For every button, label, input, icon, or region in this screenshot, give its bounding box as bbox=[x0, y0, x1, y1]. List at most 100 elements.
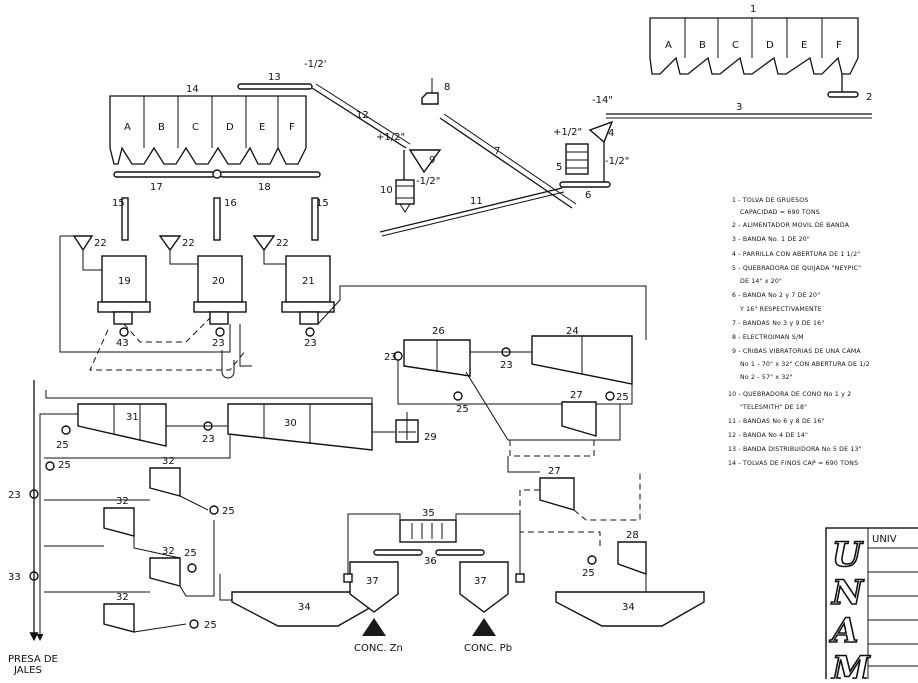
cyclone-22-a bbox=[74, 236, 92, 250]
label-25g: 25 bbox=[582, 568, 595, 579]
belt-36-b bbox=[436, 550, 484, 555]
legend-line-20: 14 - TOLVAS DE FINOS CAP = 690 TONS bbox=[728, 460, 858, 467]
label-32b: 32 bbox=[116, 496, 129, 507]
legend: 1 - TOLVA DE GRUESOS CAPACIDAD = 690 TON… bbox=[728, 197, 870, 467]
coarse-bin-e: E bbox=[801, 40, 807, 51]
label-24: 24 bbox=[566, 326, 579, 337]
fine-bins-group: A B C D E F 14 17 18 bbox=[110, 84, 320, 193]
label-plus-12: +1/2" bbox=[376, 132, 405, 143]
legend-line-1: 1 - TOLVA DE GRUESOS bbox=[732, 197, 808, 204]
fine-bin-e: E bbox=[259, 122, 265, 133]
primary-crushing: 4 -14" +1/2" -1/2" 5 6 bbox=[553, 95, 629, 201]
belt-6 bbox=[560, 182, 610, 187]
label-14: 14 bbox=[186, 84, 199, 95]
label-5: 5 bbox=[556, 162, 562, 173]
label-37a: 37 bbox=[366, 576, 379, 587]
fine-bin-f: F bbox=[289, 122, 295, 133]
label-13: 13 bbox=[268, 72, 281, 83]
tailings-label-1: PRESA DE bbox=[8, 654, 58, 665]
label-minus-14: -14" bbox=[592, 95, 613, 106]
cell-28 bbox=[618, 542, 646, 574]
label-27b: 27 bbox=[548, 466, 561, 477]
logo-letter-u: U bbox=[832, 535, 864, 575]
cell-27-a bbox=[562, 402, 596, 436]
coarse-bin-d: D bbox=[766, 40, 774, 51]
cyclone-22-c bbox=[254, 236, 274, 250]
fine-bin-c: C bbox=[192, 122, 199, 133]
electromagnet bbox=[422, 93, 438, 104]
pump-25-b bbox=[62, 426, 70, 434]
conc-pb-label: CONC. Pb bbox=[464, 643, 512, 654]
pump-43 bbox=[120, 328, 128, 336]
legend-line-19: 13 - BANDA DISTRIBUIDORA No 5 DE 13" bbox=[728, 446, 862, 453]
label-minus-12-b: -1/2" bbox=[416, 176, 440, 187]
label-19: 19 bbox=[118, 276, 131, 287]
label-35: 35 bbox=[422, 508, 435, 519]
coarse-bin-group: A B C D E F 1 2 3 bbox=[606, 4, 872, 118]
label-25d: 25 bbox=[184, 548, 197, 559]
coarse-bin-f: F bbox=[836, 40, 842, 51]
pump-23-b bbox=[216, 328, 224, 336]
flotation-cell-31 bbox=[78, 404, 166, 446]
label-21: 21 bbox=[302, 276, 315, 287]
fine-bins bbox=[110, 96, 306, 164]
legend-line-6: 5 - QUEBRADORA DE QUIJADA "NEYPIC" bbox=[732, 265, 861, 272]
fine-bin-d: D bbox=[226, 122, 234, 133]
label-23c: 23 bbox=[500, 360, 513, 371]
fine-bin-a: A bbox=[124, 122, 131, 133]
flotation-cell-30 bbox=[228, 404, 372, 450]
label-8: 8 bbox=[444, 82, 450, 93]
title-block: UNIV U N A M bbox=[826, 528, 918, 679]
label-23b: 23 bbox=[304, 338, 317, 349]
label-25a: 25 bbox=[456, 404, 469, 415]
belt-36-a bbox=[374, 550, 422, 555]
label-22c: 22 bbox=[276, 238, 289, 249]
legend-line-10: 7 - BANDAS No 3 y 9 DE 16" bbox=[732, 320, 824, 327]
mill-feed-belts: 15 16 15 bbox=[112, 198, 329, 240]
label-minus-12-c: -1/2" bbox=[605, 156, 629, 167]
logo-letter-m: M bbox=[831, 649, 871, 679]
label-26: 26 bbox=[432, 326, 445, 337]
label-17: 17 bbox=[150, 182, 163, 193]
legend-line-17: 11 - BANDAS No 6 y 8 DE 16" bbox=[728, 418, 825, 425]
secondary-crushing: 9 +1/2" -1/2" 10 bbox=[376, 132, 440, 212]
cyclone-22-b bbox=[160, 236, 180, 250]
tailings-label-2: JALES bbox=[13, 665, 42, 676]
jaw-crusher bbox=[566, 144, 588, 174]
legend-line-9: Y 16" RESPECTIVAMENTE bbox=[739, 306, 822, 313]
legend-line-13: No 1 - 70" x 32" CON ABERTURA DE 1/2 bbox=[740, 361, 870, 368]
label-27a: 27 bbox=[570, 390, 583, 401]
label-29: 29 bbox=[424, 432, 437, 443]
label-22a: 22 bbox=[94, 238, 107, 249]
legend-line-16: "TELESMITH" DE 18" bbox=[740, 404, 807, 411]
belt-17 bbox=[114, 172, 214, 177]
label-34a: 34 bbox=[298, 602, 311, 613]
conc-zn-label: CONC. Zn bbox=[354, 643, 403, 654]
legend-line-14: No 2 - 57" x 32" bbox=[740, 374, 793, 381]
label-32d: 32 bbox=[116, 592, 129, 603]
coarse-bin-b: B bbox=[699, 40, 706, 51]
cell-27-b bbox=[540, 478, 574, 510]
cell-32-a bbox=[150, 468, 180, 496]
legend-line-18: 12 - BANDA No 4 DE 14" bbox=[728, 432, 808, 439]
label-37b: 37 bbox=[474, 576, 487, 587]
tailings-line: 23 33 25 PRESA DE JALES bbox=[8, 380, 71, 676]
label-25f: 25 bbox=[616, 392, 629, 403]
cell-32-d bbox=[104, 604, 134, 632]
label-22b: 22 bbox=[182, 238, 195, 249]
label-3: 3 bbox=[736, 102, 742, 113]
label-minus-12-a: -1/2' bbox=[304, 59, 326, 70]
label-1: 1 bbox=[750, 4, 756, 15]
coarse-bin bbox=[650, 18, 858, 74]
label-25e: 25 bbox=[204, 620, 217, 631]
vibrating-screen bbox=[410, 150, 440, 172]
label-18: 18 bbox=[258, 182, 271, 193]
label-25h: 25 bbox=[58, 460, 71, 471]
label-10: 10 bbox=[380, 185, 393, 196]
conc-pb-pile bbox=[472, 618, 496, 636]
label-6: 6 bbox=[585, 190, 591, 201]
legend-line-4: 3 - BANDA No. 1 DE 20" bbox=[732, 236, 810, 243]
logo-letter-a: A bbox=[829, 611, 858, 651]
belt-13 bbox=[238, 84, 312, 89]
